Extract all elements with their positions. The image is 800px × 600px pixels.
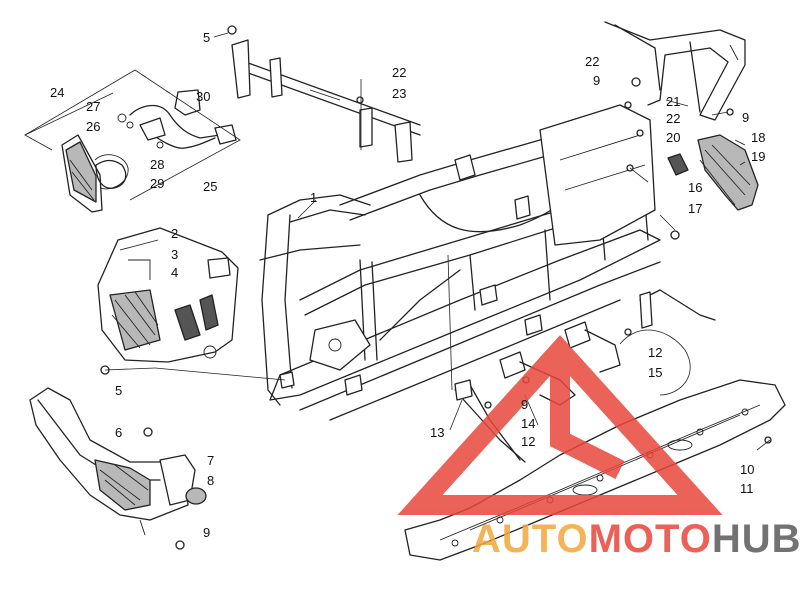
callout-29: 29 bbox=[150, 176, 164, 191]
callout-28: 28 bbox=[150, 157, 164, 172]
callout-9-far-right: 9 bbox=[742, 110, 749, 125]
callout-9-lower: 9 bbox=[521, 397, 528, 412]
footrest-brackets bbox=[499, 289, 716, 406]
callout-12-right: 12 bbox=[648, 345, 662, 360]
callout-7: 7 bbox=[207, 453, 214, 468]
front-bumper bbox=[29, 387, 207, 536]
callout-22-mid: 22 bbox=[666, 111, 680, 126]
leader-lines bbox=[24, 32, 771, 451]
callout-27: 27 bbox=[86, 99, 100, 114]
watermark-part-auto: AUTO bbox=[472, 517, 589, 561]
callout-4: 4 bbox=[171, 265, 178, 280]
steering-support-bar bbox=[231, 39, 421, 163]
callout-21: 21 bbox=[666, 94, 680, 109]
callout-24: 24 bbox=[50, 85, 64, 100]
callout-9-right-top: 9 bbox=[593, 73, 600, 88]
callout-20: 20 bbox=[666, 130, 680, 145]
callout-5-top: 5 bbox=[203, 30, 210, 45]
callout-10: 10 bbox=[740, 462, 754, 477]
callout-19: 19 bbox=[751, 149, 765, 164]
headlight-assembly bbox=[61, 134, 129, 213]
main-frame bbox=[259, 104, 661, 421]
watermark-triangle bbox=[397, 335, 723, 515]
callout-11: 11 bbox=[740, 481, 754, 496]
callout-14: 14 bbox=[521, 416, 535, 431]
callout-13: 13 bbox=[430, 425, 444, 440]
callout-8: 8 bbox=[207, 473, 214, 488]
callout-12-lower: 12 bbox=[521, 434, 535, 449]
callout-17: 17 bbox=[688, 201, 702, 216]
callout-9-bottom: 9 bbox=[203, 525, 210, 540]
callout-30: 30 bbox=[196, 89, 210, 104]
callout-22-right: 22 bbox=[585, 54, 599, 69]
callout-6: 6 bbox=[115, 425, 122, 440]
callout-2: 2 bbox=[171, 226, 178, 241]
watermark-part-hub: HUB bbox=[712, 517, 800, 561]
watermark-text: AUTOMOTOHUB bbox=[472, 517, 800, 561]
callout-3: 3 bbox=[171, 247, 178, 262]
callout-26: 26 bbox=[86, 119, 100, 134]
shift-rod bbox=[454, 379, 526, 463]
footrest-plate bbox=[667, 134, 759, 211]
front-fascia-bracket bbox=[97, 227, 239, 363]
callout-16: 16 bbox=[688, 180, 702, 195]
callout-1: 1 bbox=[310, 190, 317, 205]
watermark-logo: AUTOMOTOHUB bbox=[397, 335, 800, 561]
headlight-harness bbox=[117, 89, 237, 149]
callout-18: 18 bbox=[751, 130, 765, 145]
rear-bumper bbox=[604, 21, 746, 121]
callout-22-top: 22 bbox=[392, 65, 406, 80]
callout-23: 23 bbox=[392, 86, 406, 101]
callout-15: 15 bbox=[648, 365, 662, 380]
watermark-part-moto: MOTO bbox=[589, 517, 712, 561]
callout-5-mid: 5 bbox=[115, 383, 122, 398]
callout-labels: 5 22 23 24 27 30 26 28 29 25 1 2 3 4 5 6… bbox=[50, 30, 765, 540]
callout-25: 25 bbox=[203, 179, 217, 194]
